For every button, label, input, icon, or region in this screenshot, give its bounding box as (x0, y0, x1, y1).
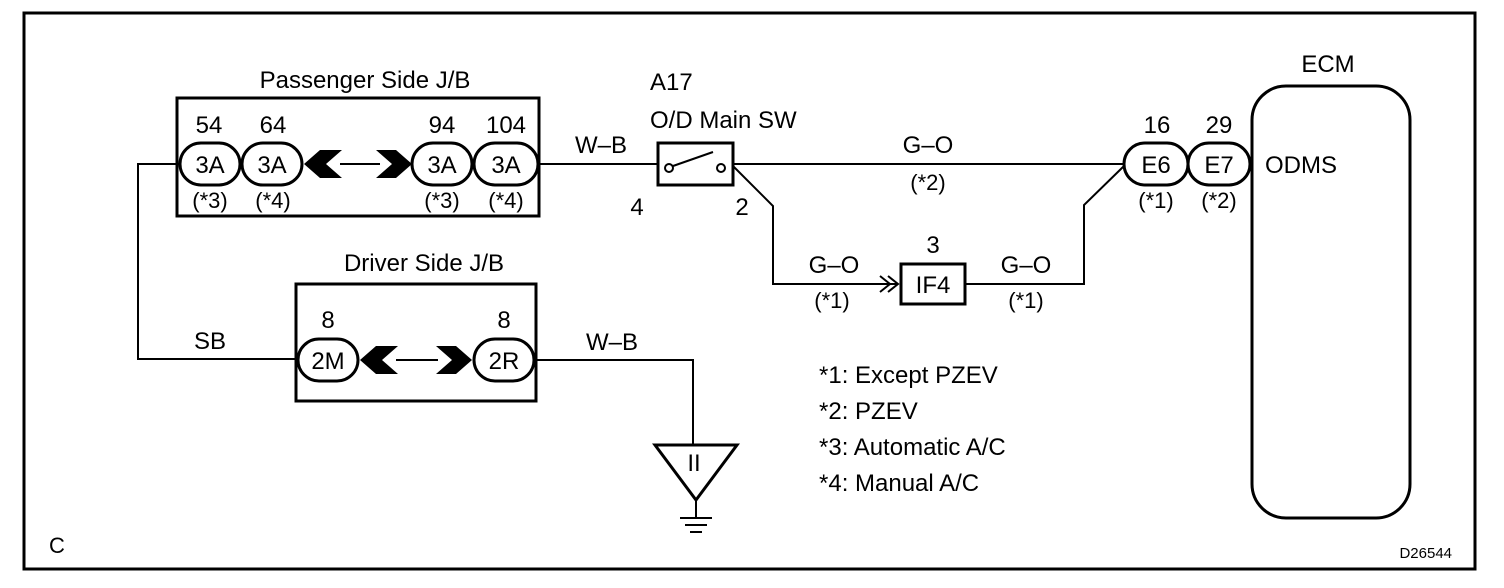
ecm-box (1250, 84, 1412, 520)
footnote: *2: PZEV (819, 398, 918, 425)
connector-code: 3A (427, 152, 456, 179)
arrow-right-icon (376, 150, 412, 178)
connector-note: (*3) (192, 188, 227, 213)
footnote: *1: Except PZEV (819, 362, 998, 389)
wire-sb (137, 163, 297, 360)
connector-3a-64 (240, 141, 304, 187)
passenger-jb-box (175, 96, 541, 218)
connector-code: 2R (489, 348, 520, 375)
wire-wb-to-ground (534, 359, 694, 445)
pin-64: 64 (260, 112, 287, 139)
arrow-left-icon (360, 346, 398, 374)
wire-note: (*1) (814, 288, 849, 313)
pin-8: 8 (497, 307, 510, 334)
ecm-pin-29: 29 (1206, 112, 1233, 139)
driver-jb-box (294, 282, 538, 403)
ecm-pin-16: 16 (1144, 112, 1171, 139)
switch-pin-2: 2 (735, 194, 748, 221)
switch-contact (664, 163, 674, 173)
connector-code: E6 (1141, 152, 1170, 179)
ground-label: II (687, 450, 700, 477)
wire-note: (*2) (910, 170, 945, 195)
driver-jb: Driver Side J/B 8 8 2M 2R (294, 250, 538, 403)
ground-icon: II (652, 443, 740, 533)
switch-name: O/D Main SW (650, 107, 797, 134)
connector-note: (*1) (1138, 188, 1173, 213)
switch-code: A17 (650, 69, 693, 96)
connector-note: (*4) (488, 188, 523, 213)
wire-label-wb: W–B (586, 329, 638, 356)
driver-jb-title: Driver Side J/B (344, 250, 504, 277)
pin-8: 8 (321, 307, 334, 334)
od-main-switch: A17 O/D Main SW 4 2 (630, 69, 797, 221)
wire-go-to-if4 (732, 165, 898, 285)
wire-label-go: G–O (903, 132, 954, 159)
switch-contact (716, 163, 726, 173)
connector-code: 3A (257, 152, 286, 179)
pin-94: 94 (429, 112, 456, 139)
connector-note: (*3) (424, 188, 459, 213)
connector-2m (296, 337, 360, 383)
wire-go-from-if4 (965, 165, 1125, 285)
arrow-right-icon (436, 346, 472, 374)
diagram-frame (22, 11, 1477, 571)
chevron-icon (887, 275, 900, 293)
if4-pin: 3 (926, 232, 939, 259)
section-letter: C (49, 533, 65, 558)
chevron-icon (879, 275, 892, 293)
ecm: ECM 16 29 E6 E7 (*1) (*2) ODMS (1122, 51, 1412, 520)
switch-pin-4: 4 (630, 194, 643, 221)
wire-label-go: G–O (1001, 252, 1052, 279)
footnote: *3: Automatic A/C (819, 434, 1006, 461)
pin-104: 104 (486, 112, 526, 139)
connector-code: E7 (1204, 152, 1233, 179)
switch-blade (672, 151, 714, 167)
connector-code: 2M (311, 348, 344, 375)
connector-code: 3A (491, 152, 520, 179)
ecm-title: ECM (1301, 51, 1354, 78)
wire-label-go: G–O (809, 252, 860, 279)
figure-id: D26544 (1399, 545, 1452, 562)
wire-note: (*1) (1008, 288, 1043, 313)
pin-54: 54 (196, 112, 223, 139)
connector-code: 3A (195, 152, 224, 179)
wire-label-sb: SB (194, 328, 226, 355)
passenger-jb: Passenger Side J/B 54 64 94 104 3A 3A 3A… (175, 67, 541, 218)
footnotes: *1: Except PZEV *2: PZEV *3: Automatic A… (819, 362, 1006, 497)
connector-note: (*2) (1201, 188, 1236, 213)
if4-code: IF4 (916, 272, 951, 299)
connector-e7 (1186, 141, 1252, 187)
connector-note: (*4) (255, 188, 290, 213)
arrow-left-icon (304, 150, 342, 178)
footnote: *4: Manual A/C (819, 470, 979, 497)
passenger-jb-title: Passenger Side J/B (260, 67, 471, 94)
wire-label-wb: W–B (575, 132, 627, 159)
ecm-terminal-odms: ODMS (1265, 152, 1337, 179)
